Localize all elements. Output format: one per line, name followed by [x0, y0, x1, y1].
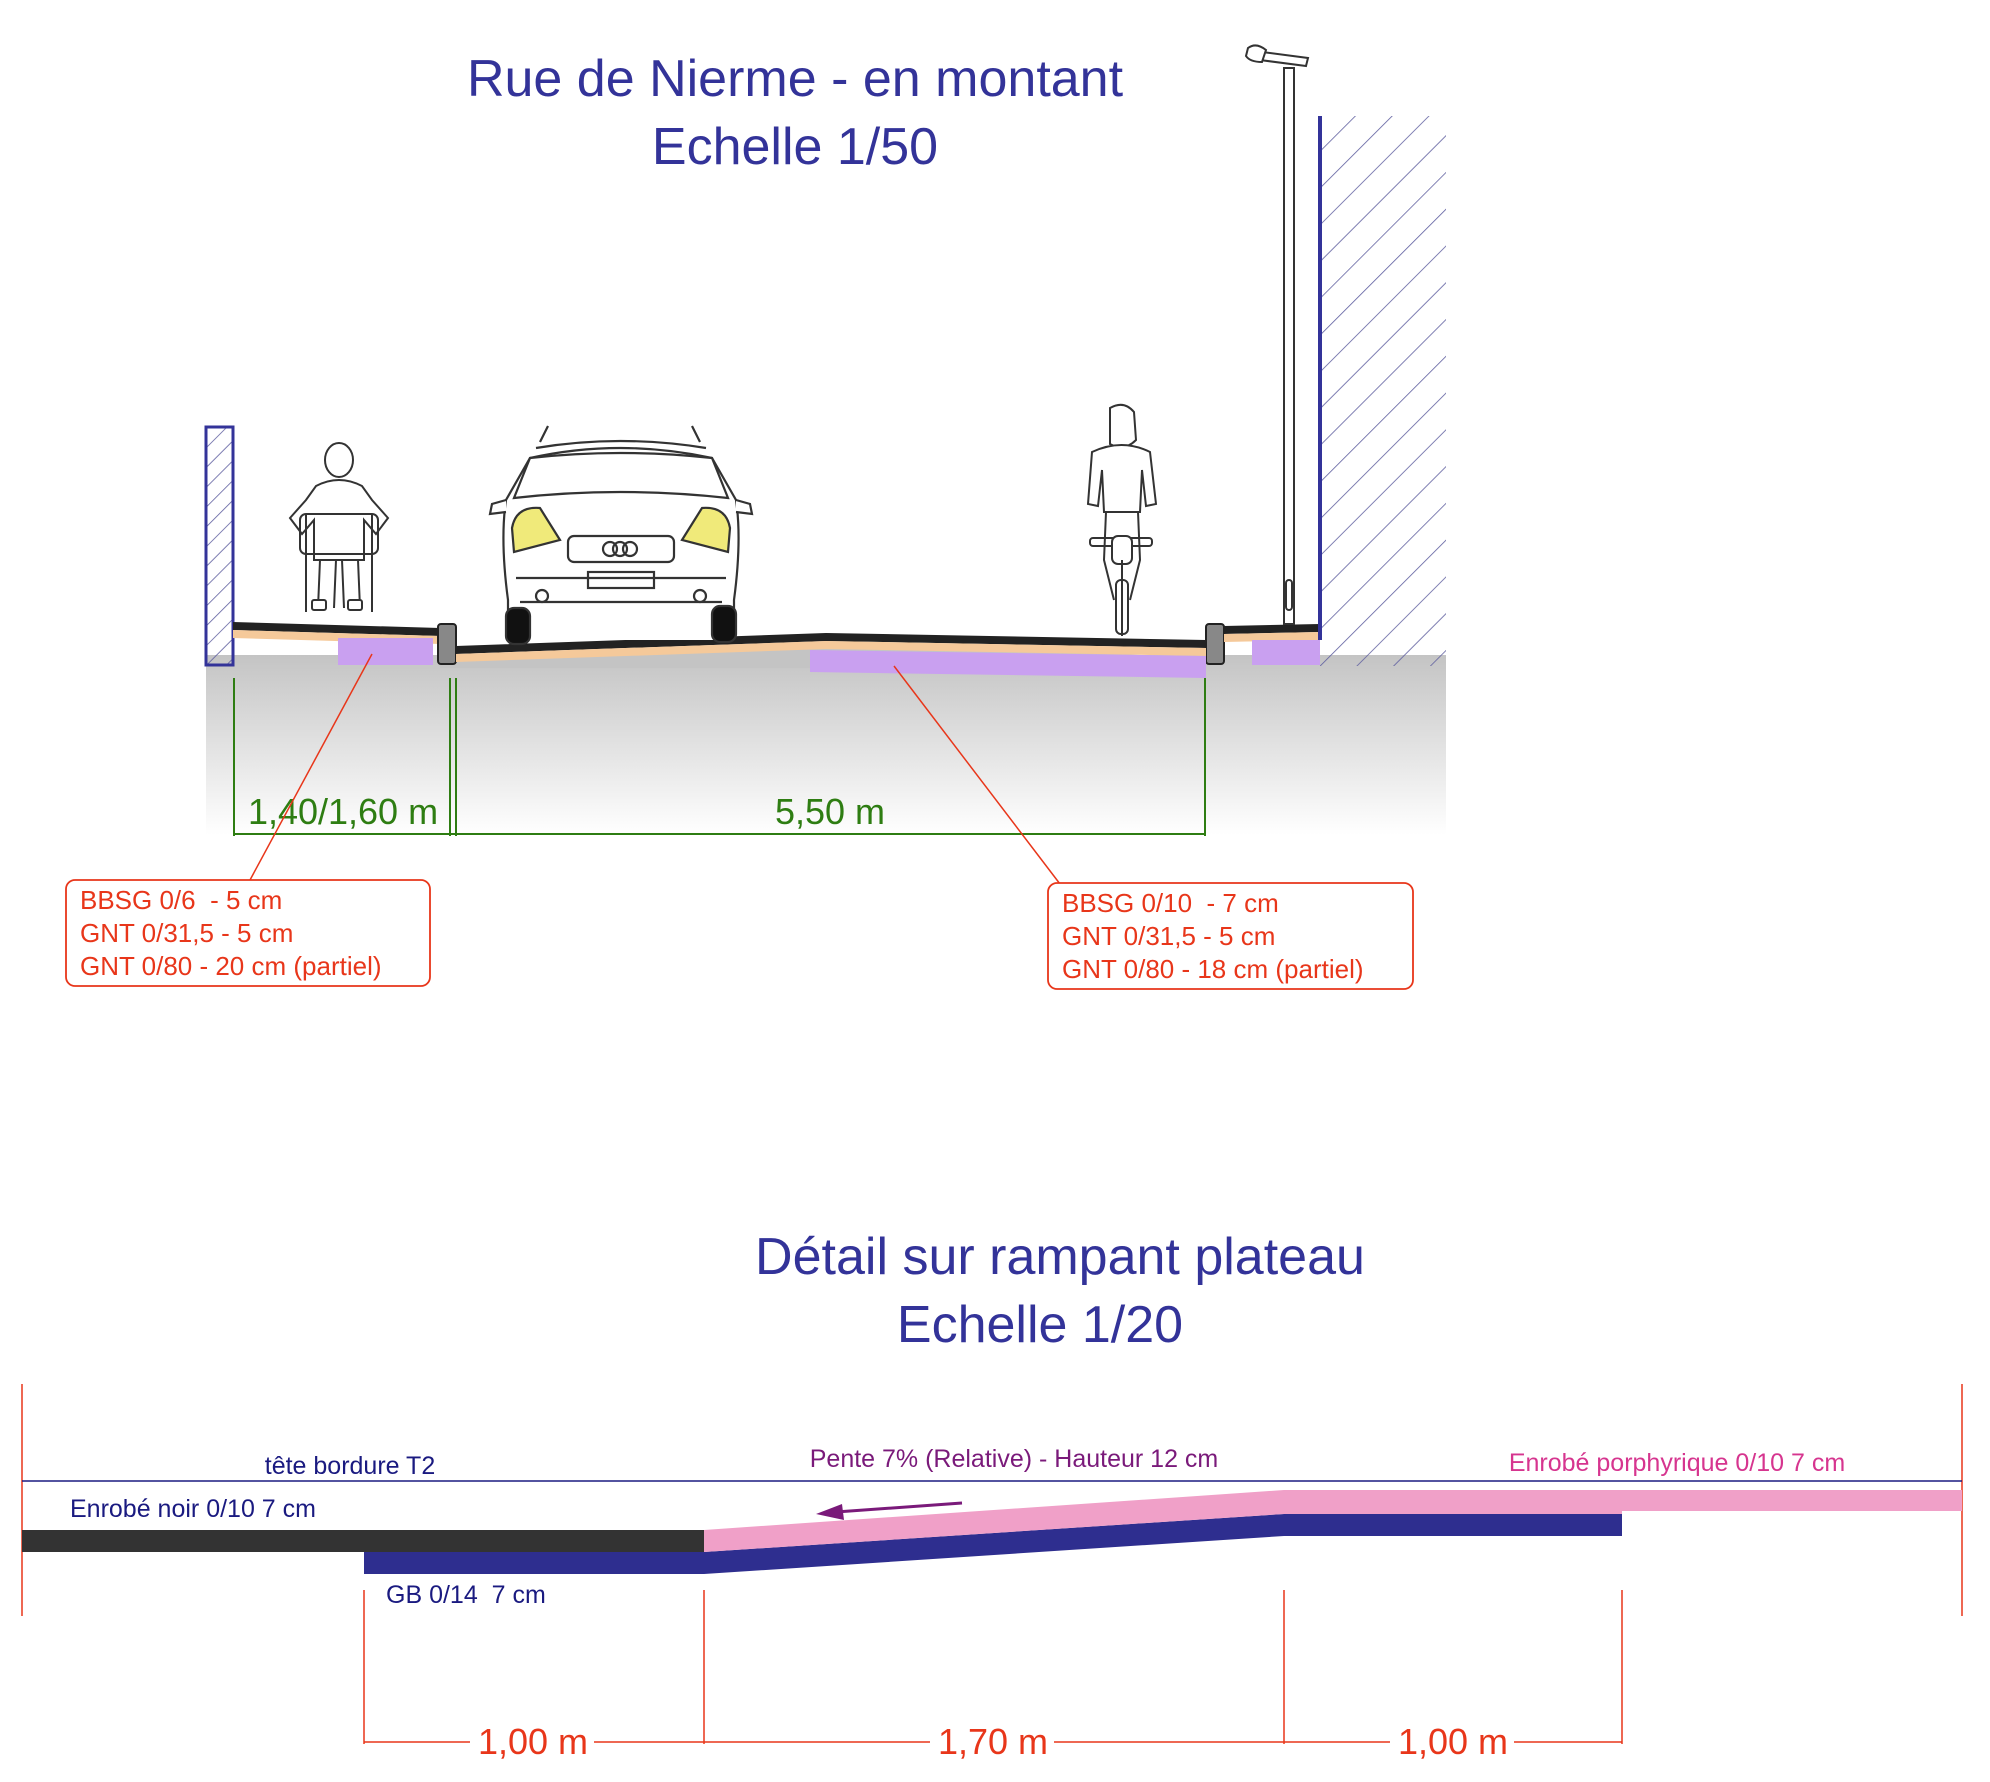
sidewalk-right-surface — [1224, 624, 1320, 634]
spec-sidewalk-line3: GNT 0/80 - 20 cm (partiel) — [80, 951, 382, 981]
label-curb-head: tête bordure T2 — [265, 1452, 435, 1480]
label-slope: Pente 7% (Relative) - Hauteur 12 cm — [810, 1445, 1219, 1473]
spec-sidewalk-line1: BBSG 0/6 - 5 cm — [80, 885, 282, 915]
sidewalk-right-sand — [1224, 632, 1320, 642]
left-wall — [204, 425, 235, 667]
spec-roadway-line2: GNT 0/31,5 - 5 cm — [1062, 921, 1275, 951]
leader-line-right — [893, 665, 1061, 885]
label-porphyry-asphalt: Enrobé porphyrique 0/10 7 cm — [1509, 1449, 1845, 1477]
curb-left — [437, 623, 457, 665]
gb-base-layer — [364, 1514, 1622, 1574]
dim-label-bg-1 — [470, 1716, 594, 1756]
street-lamp-icon — [1244, 44, 1310, 625]
spec-box-sidewalk — [65, 879, 431, 987]
spec-roadway-line1: BBSG 0/10 - 7 cm — [1062, 888, 1279, 918]
dim-label-bg-3 — [1390, 1716, 1514, 1756]
spec-sidewalk-line2: GNT 0/31,5 - 5 cm — [80, 918, 293, 948]
section2-title: Détail sur rampant plateau — [755, 1228, 1365, 1286]
dimension-last-meter: 1,00 m — [1398, 1721, 1508, 1762]
dimension-first-meter: 1,00 m — [478, 1721, 588, 1762]
label-black-asphalt: Enrobé noir 0/10 7 cm — [70, 1495, 316, 1523]
curb-right — [1205, 623, 1225, 665]
leader-line-left — [249, 653, 373, 881]
roadway-surface — [456, 633, 1206, 654]
section1-scale: Echelle 1/50 — [652, 118, 938, 176]
dimension-sidewalk-width: 1,40/1,60 m — [248, 791, 438, 832]
ground-body — [206, 655, 1446, 835]
dim-label-bg-2 — [930, 1716, 1054, 1756]
roadway-gnt — [810, 650, 1206, 678]
right-wall — [1320, 116, 1446, 666]
section2-scale: Echelle 1/20 — [897, 1296, 1183, 1354]
label-gb-base: GB 0/14 7 cm — [386, 1581, 546, 1609]
sidewalk-right-gnt — [1252, 640, 1320, 665]
dimension-ramp-length: 1,70 m — [938, 1721, 1048, 1762]
spec-roadway-line3: GNT 0/80 - 18 cm (partiel) — [1062, 954, 1364, 984]
porphyry-asphalt-layer — [704, 1490, 1962, 1552]
roadway-sand — [456, 641, 1206, 662]
slope-direction-arrow — [816, 1501, 963, 1520]
black-asphalt-layer — [22, 1530, 704, 1552]
sidewalk-left-gnt — [338, 638, 433, 665]
section1-title: Rue de Nierme - en montant — [467, 50, 1124, 108]
dimension-lines-section1 — [233, 678, 1206, 836]
sidewalk-left-surface — [233, 622, 440, 636]
dimension-roadway-width: 5,50 m — [775, 791, 885, 832]
spec-box-roadway — [1047, 882, 1414, 990]
wheelchair-user-icon — [288, 442, 390, 612]
cyclist-icon — [1086, 403, 1158, 636]
car-front-icon — [488, 425, 754, 646]
